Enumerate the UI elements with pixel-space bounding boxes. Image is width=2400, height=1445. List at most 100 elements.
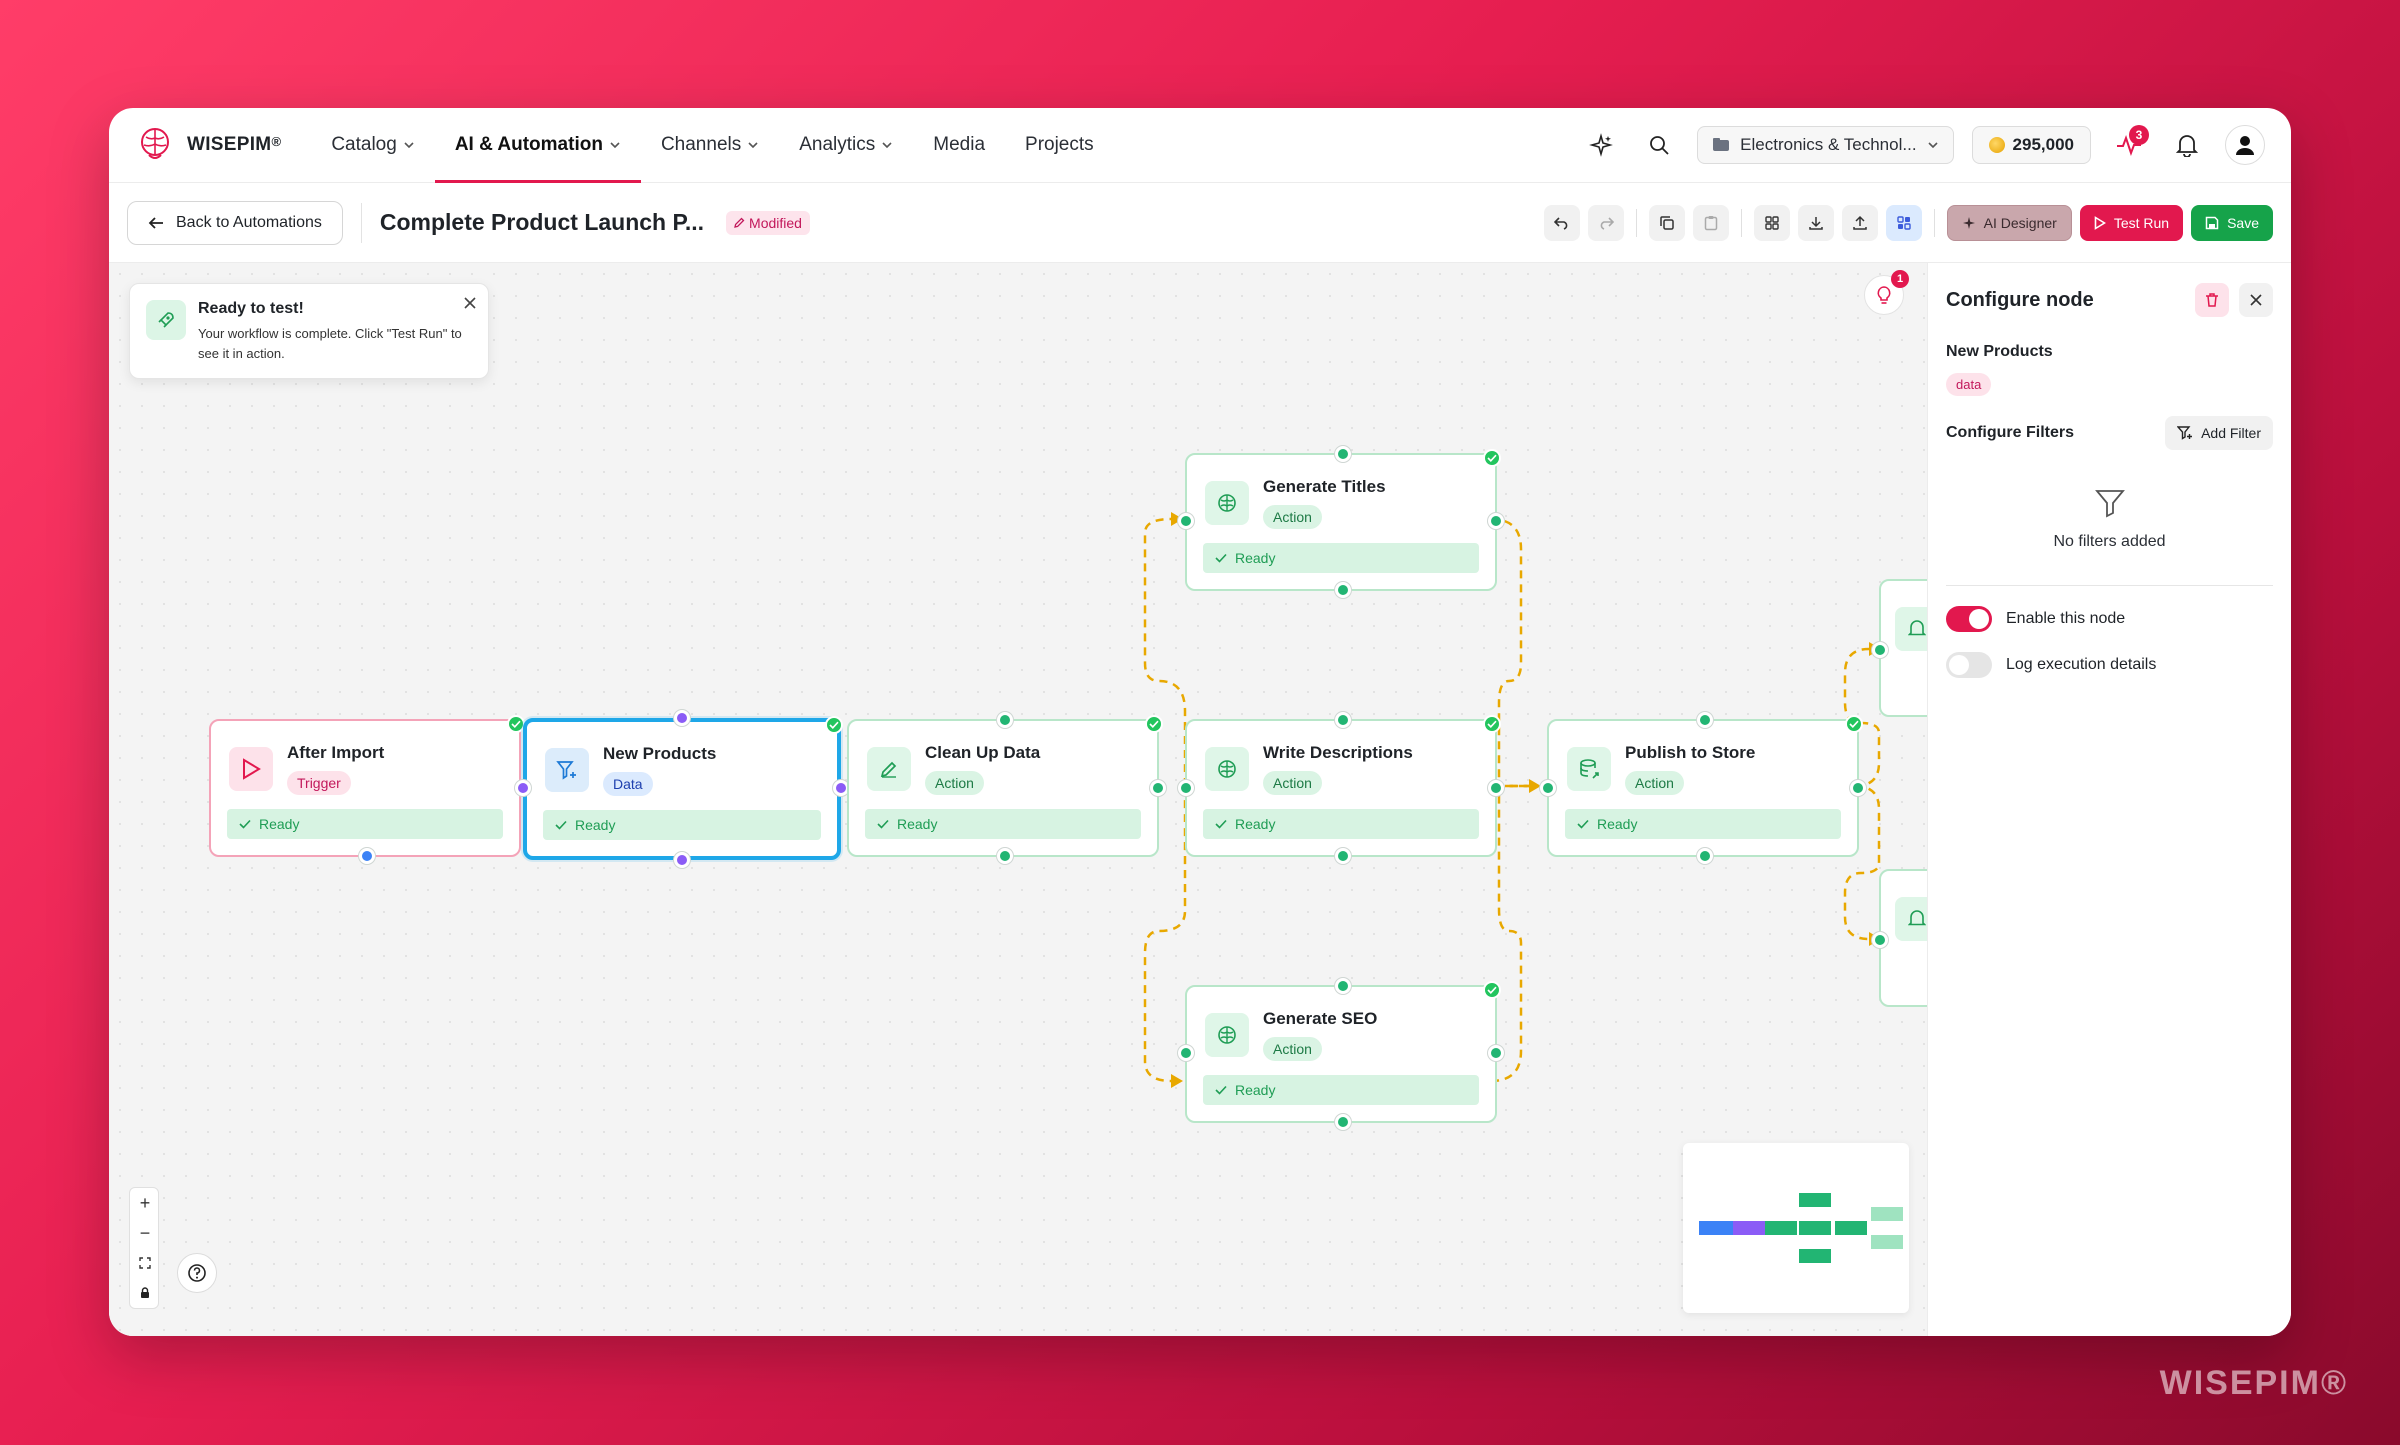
- check-icon: [555, 820, 567, 830]
- input-port[interactable]: [1872, 932, 1888, 948]
- check-icon: [877, 819, 889, 829]
- node-generate-seo[interactable]: Generate SEO Action Ready: [1178, 978, 1504, 1130]
- user-avatar-button[interactable]: [2225, 125, 2265, 165]
- sparkle-icon: [1589, 133, 1614, 157]
- nav-channels[interactable]: Channels: [641, 108, 779, 182]
- filters-label: Configure Filters: [1946, 424, 2075, 441]
- divider: [1933, 208, 1935, 237]
- toast-close-button[interactable]: [464, 296, 476, 314]
- top-port[interactable]: [1697, 712, 1713, 728]
- completed-check-icon: [1483, 715, 1501, 733]
- top-port[interactable]: [1335, 446, 1351, 462]
- node-notify-bottom[interactable]: [1872, 869, 1927, 1007]
- zoom-in-button[interactable]: +: [139, 1192, 151, 1213]
- test-run-button[interactable]: Test Run: [2079, 204, 2184, 241]
- close-panel-button[interactable]: [2239, 283, 2273, 317]
- node-notify-top[interactable]: [1872, 579, 1927, 717]
- search-button[interactable]: [1639, 125, 1679, 165]
- nav-analytics[interactable]: Analytics: [779, 108, 913, 182]
- log-execution-toggle[interactable]: [1946, 652, 1992, 678]
- delete-node-button[interactable]: [2195, 283, 2229, 317]
- filters-section-header: Configure Filters Add Filter: [1946, 416, 2273, 450]
- node-after-import[interactable]: After Import Trigger Ready: [209, 715, 525, 864]
- output-port[interactable]: [1150, 780, 1166, 796]
- brain-icon: [1205, 1013, 1249, 1057]
- top-port[interactable]: [1335, 712, 1351, 728]
- logo[interactable]: WISEPIM®: [135, 125, 281, 165]
- node-generate-titles[interactable]: Generate Titles Action Ready: [1178, 446, 1504, 598]
- bottom-port[interactable]: [1335, 848, 1351, 864]
- lock-button[interactable]: [130, 1278, 160, 1308]
- node-type-badge: Action: [1263, 1037, 1322, 1061]
- check-icon: [1577, 819, 1589, 829]
- node-status: Ready: [1203, 1075, 1479, 1105]
- output-port[interactable]: [1488, 780, 1504, 796]
- save-button[interactable]: Save: [2191, 204, 2273, 241]
- input-port[interactable]: [1872, 642, 1888, 658]
- bottom-port[interactable]: [674, 852, 690, 868]
- credits-balance[interactable]: 295,000: [1971, 126, 2091, 164]
- minimap-toggle-button[interactable]: [1885, 204, 1922, 241]
- node-type-badge: Trigger: [287, 771, 351, 795]
- activity-button[interactable]: 3: [2109, 125, 2149, 165]
- download-button[interactable]: [1797, 204, 1834, 241]
- enable-node-row: Enable this node: [1946, 606, 2273, 632]
- database-upload-icon: [1567, 747, 1611, 791]
- suggestions-button[interactable]: 1: [1864, 270, 1909, 315]
- layout-button[interactable]: [1753, 204, 1790, 241]
- suggestions-badge: 1: [1891, 270, 1909, 288]
- copy-button[interactable]: [1648, 204, 1685, 241]
- nav-ai-automation[interactable]: AI & Automation: [434, 108, 642, 183]
- nav-catalog[interactable]: Catalog: [311, 108, 435, 182]
- node-write-descriptions[interactable]: Write Descriptions Action Ready: [1178, 712, 1504, 864]
- bottom-port[interactable]: [997, 848, 1013, 864]
- top-port[interactable]: [997, 712, 1013, 728]
- edit-icon: [734, 217, 745, 228]
- fit-view-button[interactable]: [130, 1248, 160, 1278]
- node-new-products[interactable]: New Products Data Ready: [515, 710, 849, 868]
- top-port[interactable]: [674, 710, 690, 726]
- zoom-out-button[interactable]: −: [139, 1222, 151, 1243]
- add-filter-button[interactable]: Add Filter: [2165, 416, 2273, 450]
- nav-projects[interactable]: Projects: [1025, 134, 1094, 155]
- input-port[interactable]: [515, 780, 531, 796]
- node-clean-up-data[interactable]: Clean Up Data Action Ready: [847, 712, 1166, 864]
- output-port[interactable]: [1488, 1045, 1504, 1061]
- chevron-down-icon: [748, 142, 758, 149]
- bottom-port[interactable]: [1335, 1114, 1351, 1130]
- output-port[interactable]: [1850, 780, 1866, 796]
- top-port[interactable]: [1335, 978, 1351, 994]
- workflow-title[interactable]: Complete Product Launch P...: [379, 209, 705, 235]
- help-button[interactable]: [177, 1253, 217, 1293]
- check-icon: [1215, 1085, 1227, 1095]
- minimap-node-notify-top: [1871, 1207, 1903, 1221]
- upload-button[interactable]: [1841, 204, 1878, 241]
- redo-button[interactable]: [1587, 204, 1624, 241]
- enable-node-toggle[interactable]: [1946, 606, 1992, 632]
- output-port[interactable]: [359, 848, 375, 864]
- divider: [1635, 208, 1637, 237]
- bottom-port[interactable]: [1335, 582, 1351, 598]
- bottom-port[interactable]: [1697, 848, 1713, 864]
- node-title: Generate SEO: [1263, 1009, 1378, 1028]
- node-publish-to-store[interactable]: Publish to Store Action Ready: [1540, 712, 1866, 864]
- minimap[interactable]: [1683, 1143, 1909, 1313]
- output-port[interactable]: [1488, 513, 1504, 529]
- input-port[interactable]: [1540, 780, 1556, 796]
- ai-designer-button[interactable]: AI Designer: [1946, 204, 2072, 241]
- workflow-canvas[interactable]: Ready to test! Your workflow is complete…: [109, 263, 1927, 1336]
- input-port[interactable]: [1178, 1045, 1194, 1061]
- back-to-automations-button[interactable]: Back to Automations: [127, 200, 343, 245]
- trash-icon: [2206, 293, 2218, 307]
- notifications-button[interactable]: [2167, 125, 2207, 165]
- nav-media[interactable]: Media: [933, 134, 986, 155]
- app-window: WISEPIM® Catalog AI & Automation Channel…: [109, 108, 2291, 1336]
- workspace-select[interactable]: Electronics & Technol...: [1697, 126, 1954, 164]
- ai-sparkle-button[interactable]: [1581, 125, 1621, 165]
- paste-button[interactable]: [1692, 204, 1729, 241]
- input-port[interactable]: [1178, 780, 1194, 796]
- panel-title: Configure node: [1946, 288, 2094, 311]
- close-icon: [464, 297, 476, 309]
- undo-button[interactable]: [1543, 204, 1580, 241]
- input-port[interactable]: [1178, 513, 1194, 529]
